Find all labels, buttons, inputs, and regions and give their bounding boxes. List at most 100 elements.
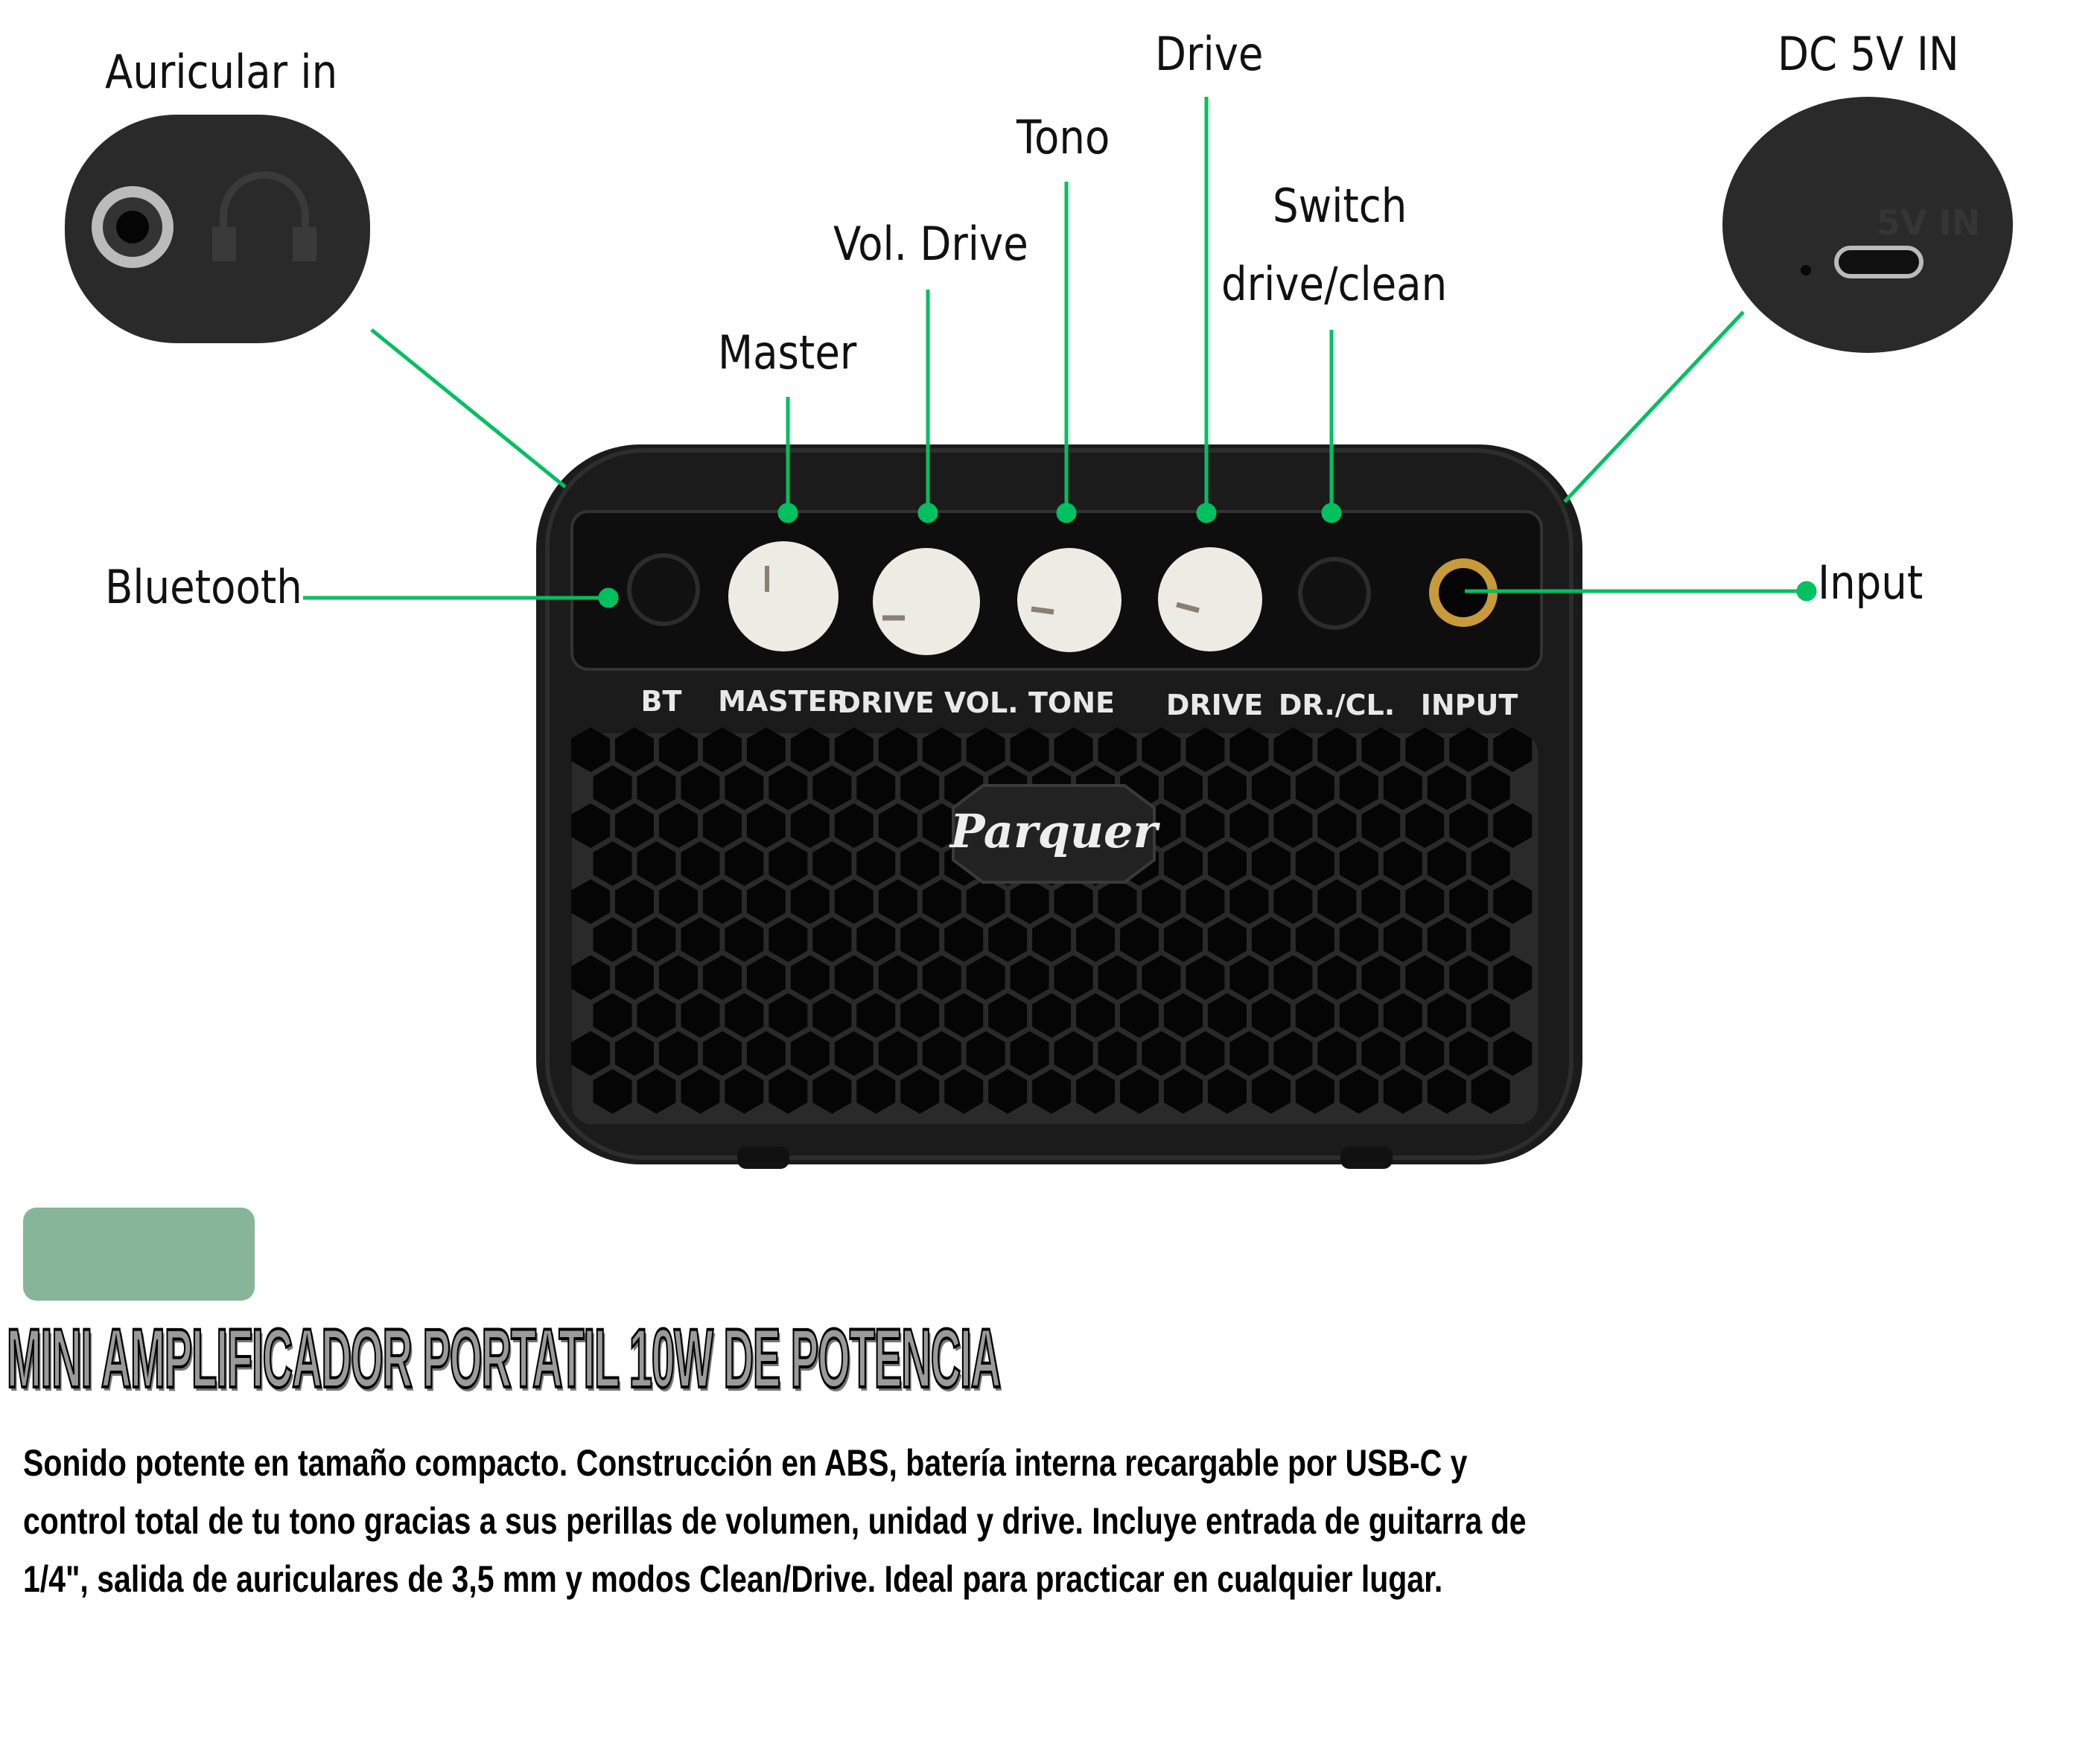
- panel-label-input: INPUT: [1421, 689, 1518, 721]
- grille-hole: [1471, 765, 1510, 810]
- grille-hole: [571, 879, 610, 924]
- drive-knob[interactable]: [1158, 547, 1262, 651]
- callout-tone: Tono: [1016, 110, 1110, 165]
- grille-hole: [1339, 917, 1378, 962]
- grille-hole: [1164, 841, 1203, 886]
- grille-hole: [790, 1031, 830, 1076]
- grille-hole: [1427, 841, 1466, 886]
- brand-logo: Parquer: [949, 804, 1161, 858]
- grille-hole: [1493, 955, 1533, 1000]
- amplifier: Parquer BT MASTER DRIVE VOL. TONE DRIVE …: [536, 444, 1582, 1169]
- grille-hole: [1164, 993, 1203, 1038]
- grille-hole: [812, 841, 852, 886]
- grille-hole: [1208, 1069, 1247, 1114]
- usb-c-port-icon: [1834, 246, 1924, 278]
- page-title: MINI AMPLIFICADOR PORTATIL 10W DE POTENC…: [6, 1310, 1002, 1406]
- input-jack[interactable]: [1429, 558, 1498, 627]
- grille-hole: [725, 1069, 764, 1114]
- callout-switch: Switch: [1273, 179, 1407, 233]
- grille-hole: [1317, 727, 1357, 772]
- grille-hole: [637, 1069, 676, 1114]
- grille-hole: [1317, 803, 1357, 848]
- grille-hole: [1405, 1031, 1445, 1076]
- grille-hole: [856, 841, 896, 886]
- panel-label-drive: DRIVE: [1166, 689, 1263, 721]
- grille-hole: [812, 1069, 852, 1114]
- drive-clean-switch[interactable]: [1298, 557, 1371, 630]
- drive-volume-knob[interactable]: [873, 548, 980, 655]
- grille-hole: [922, 803, 961, 848]
- grille-hole: [571, 955, 610, 1000]
- grille-hole: [1449, 879, 1489, 924]
- grille-hole: [637, 917, 676, 962]
- grille-hole: [922, 955, 961, 1000]
- grille-hole: [834, 955, 874, 1000]
- grille-hole: [1317, 955, 1357, 1000]
- grille-hole: [1142, 1031, 1181, 1076]
- grille-hole: [966, 1031, 1005, 1076]
- tone-knob[interactable]: [1017, 548, 1121, 652]
- callout-lines: [303, 97, 1817, 608]
- grille-hole: [1383, 1069, 1422, 1114]
- grille-hole: [900, 1069, 940, 1114]
- grille-hole: [966, 727, 1005, 772]
- grille-hole: [1098, 727, 1137, 772]
- grille-hole: [1032, 993, 1072, 1038]
- grille-hole: [1054, 879, 1093, 924]
- grille-hole: [944, 993, 984, 1038]
- grille-hole: [615, 1031, 654, 1076]
- grille-hole: [1054, 955, 1093, 1000]
- grille-hole: [834, 1031, 874, 1076]
- grille-hole: [1471, 1069, 1510, 1114]
- grille-hole: [746, 727, 786, 772]
- grille-hole: [1295, 1069, 1334, 1114]
- grille-hole: [571, 1031, 610, 1076]
- grille-hole: [1383, 993, 1422, 1038]
- grille-hole: [878, 803, 917, 848]
- grille-hole: [1339, 841, 1378, 886]
- callout-drive: Drive: [1155, 27, 1264, 81]
- grille-hole: [1471, 993, 1510, 1038]
- grille-hole: [1383, 917, 1422, 962]
- grille-hole: [637, 841, 676, 886]
- grille-hole: [900, 841, 940, 886]
- grille-hole: [790, 955, 830, 1000]
- grille-hole: [1098, 879, 1137, 924]
- grille-hole: [1164, 765, 1203, 810]
- grille-hole: [615, 955, 654, 1000]
- grille-hole: [1076, 917, 1115, 962]
- grille-hole: [944, 917, 984, 962]
- grille-hole: [725, 765, 764, 810]
- grille-hole: [702, 879, 742, 924]
- panel-label-tone: TONE: [1028, 686, 1115, 719]
- grille-hole: [878, 1031, 917, 1076]
- grille-hole: [922, 879, 961, 924]
- grille-hole: [681, 765, 720, 810]
- grille-hole: [658, 879, 698, 924]
- grille-hole: [1361, 727, 1401, 772]
- grille-hole: [1449, 1031, 1489, 1076]
- grille-hole: [681, 841, 720, 886]
- grille-hole: [922, 1031, 961, 1076]
- grille-hole: [637, 765, 676, 810]
- grille-hole: [702, 955, 742, 1000]
- bt-button[interactable]: [627, 553, 700, 626]
- description-line-3: 1/4", salida de auriculares de 3,5 mm y …: [23, 1558, 1443, 1600]
- callout-drive-volume: Vol. Drive: [833, 217, 1028, 271]
- grille-hole: [1186, 955, 1225, 1000]
- grille-hole: [1098, 955, 1137, 1000]
- grille-hole: [725, 993, 764, 1038]
- grille-hole: [1361, 803, 1401, 848]
- grille-hole: [1361, 879, 1401, 924]
- grille-hole: [900, 993, 940, 1038]
- grille-hole: [878, 879, 917, 924]
- grille-hole: [658, 803, 698, 848]
- grille-hole: [1361, 955, 1401, 1000]
- grille-hole: [1449, 955, 1489, 1000]
- grille-hole: [615, 879, 654, 924]
- grille-hole: [1405, 879, 1445, 924]
- grille-hole: [658, 955, 698, 1000]
- callout-switch-sub: drive/clean: [1221, 257, 1448, 311]
- panel-label-dr-cl: DR./CL.: [1279, 689, 1395, 721]
- master-knob[interactable]: [728, 541, 839, 651]
